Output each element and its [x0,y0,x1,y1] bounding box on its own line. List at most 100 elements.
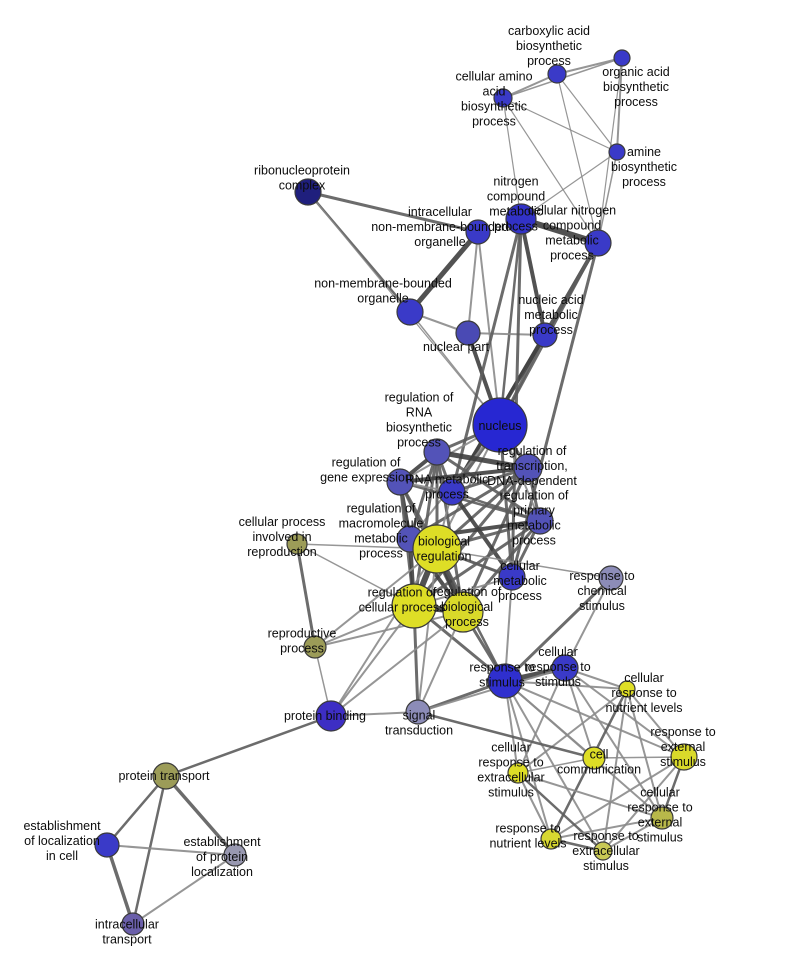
edge [416,710,596,760]
node-cellular-response-to-extracellular-stimulus[interactable] [507,762,529,784]
node-organic-acid-biosynthetic-process[interactable] [613,49,631,67]
edge [105,774,168,847]
node-response-to-extracellular-stimulus[interactable] [593,841,613,861]
node-cellular-response-to-nutrient-levels[interactable] [618,680,636,698]
node-response-to-nutrient-levels[interactable] [540,828,562,850]
edge [517,667,566,774]
edge [626,688,663,819]
node-ribonucleoprotein-complex[interactable] [294,178,322,206]
edge [502,97,618,153]
node-nuclear-part[interactable] [455,320,481,346]
node-response-to-stimulus[interactable] [487,663,523,699]
node-protein-binding[interactable] [315,700,347,732]
edge [330,548,438,717]
node-nitrogen-compound-metabolic-process[interactable] [505,203,537,235]
edge [330,605,415,717]
node-intracellular-non-membrane-bounded-organelle[interactable] [465,219,491,245]
node-cellular-process-involved-in-reproduction[interactable] [286,533,308,555]
node-establishment-of-protein-localization[interactable] [223,843,247,867]
edge [450,490,514,579]
node-nucleic-acid-metabolic-process[interactable] [532,322,558,348]
edge [504,680,663,819]
edge [435,450,542,523]
edge [498,217,523,427]
edge [436,548,612,579]
edge [564,577,612,669]
node-cellular-nitrogen-compound-metabolic-process[interactable] [584,229,612,257]
edge [132,854,236,925]
node-signal-transduction[interactable] [405,699,431,725]
node-protein-transport[interactable] [152,762,180,790]
edge [517,757,595,774]
node-regulation-of-rna-biosynthetic-process[interactable] [423,438,451,466]
edge-layer [105,57,686,926]
edge [106,844,236,856]
edge [477,231,501,426]
edge [520,151,618,220]
node-regulation-of-primary-metabolic-process[interactable] [526,507,554,535]
node-nucleus[interactable] [472,397,528,453]
node-regulation-of-cellular-process[interactable] [391,583,437,629]
node-response-to-external-stimulus[interactable] [670,743,698,771]
node-establishment-of-localization-in-cell[interactable] [94,832,120,858]
node-cellular-amino-acid-biosynthetic-process[interactable] [493,88,513,108]
node-regulation-of-biological-process[interactable] [442,591,484,633]
node-label: nucleus [478,419,521,433]
node-reproductive-process[interactable] [303,635,327,659]
edge [564,667,595,759]
edge [467,332,546,336]
edge [517,772,663,819]
edge [504,680,685,758]
node-amine-biosynthetic-process[interactable] [608,143,626,161]
edge [306,190,480,234]
edge [105,843,135,926]
node-cell-communication[interactable] [582,746,606,770]
node-carboxylic-acid-biosynthetic-process[interactable] [547,64,567,84]
node-cellular-response-to-stimulus[interactable] [551,654,579,682]
node-label: nuclear part [423,340,490,354]
node-biological-regulation[interactable] [412,524,462,574]
edge [467,231,479,334]
edge [602,688,628,852]
edge [407,229,481,315]
edge [517,688,628,774]
node-cellular-response-to-external-stimulus[interactable] [650,806,674,830]
node-intracellular-transport[interactable] [121,912,145,936]
edge [556,57,623,75]
node-cellular-metabolic-process[interactable] [498,563,526,591]
node-rna-metabolic-process[interactable] [438,478,466,506]
edge [516,771,605,853]
node-regulation-of-transcription-dna-dependent[interactable] [513,453,543,483]
edge [164,714,333,778]
node-regulation-of-gene-expression[interactable] [386,468,414,496]
node-response-to-chemical-stimulus[interactable] [598,565,624,591]
edge [503,576,613,683]
edge [314,611,464,648]
node-non-membrane-bounded-organelle[interactable] [396,298,424,326]
edge [517,772,552,840]
